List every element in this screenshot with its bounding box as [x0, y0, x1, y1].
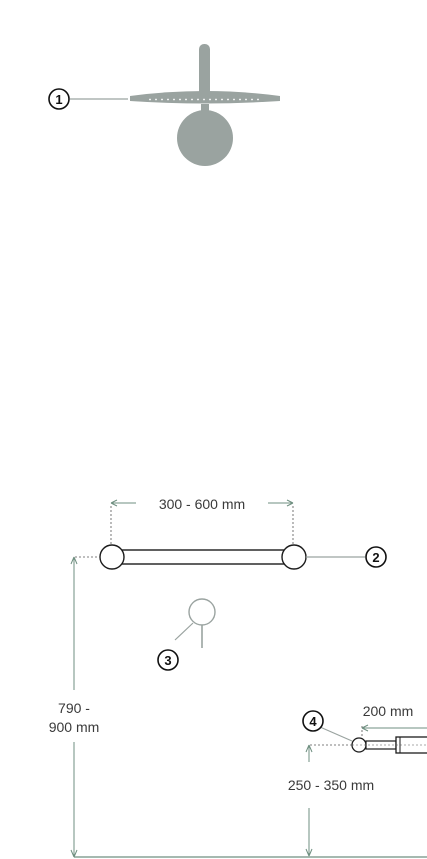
shower-arm — [199, 44, 210, 96]
rail-end-left — [99, 544, 125, 570]
shower-rose — [130, 91, 280, 104]
bath-spout — [310, 726, 427, 754]
callout-3-leader — [174, 622, 194, 641]
rail-height-label-line2: 900 mm — [49, 719, 100, 735]
wall-mixer — [174, 598, 216, 648]
callout-4-number: 4 — [309, 714, 317, 729]
spout-flange — [351, 737, 367, 753]
spout-projection-label: 200 mm — [363, 703, 414, 719]
callout-2: 2 — [365, 546, 387, 568]
callout-4-leader — [319, 726, 353, 742]
rail-end-right — [281, 544, 307, 570]
spout-projection-dimension: 200 mm — [361, 703, 427, 744]
rail-bar — [111, 549, 295, 565]
callout-1-number: 1 — [55, 92, 62, 107]
rail-spacing-label: 300 - 600 mm — [159, 496, 245, 512]
rail-spacing-dimension: 300 - 600 mm — [110, 496, 294, 553]
rail-height-label-line1: 790 - — [58, 700, 90, 716]
callout-4: 4 — [302, 710, 324, 732]
rail-height-dimension: 790 - 900 mm — [49, 556, 100, 858]
callout-1: 1 — [48, 88, 70, 110]
shower-head-assembly — [70, 44, 280, 166]
callout-2-number: 2 — [372, 550, 379, 565]
spout-height-dimension: 250 - 350 mm — [288, 744, 374, 857]
spout-height-label: 250 - 350 mm — [288, 777, 374, 793]
mixer-plate — [188, 598, 216, 626]
callout-3: 3 — [157, 649, 179, 671]
grab-rail — [75, 544, 365, 570]
callout-3-number: 3 — [164, 653, 171, 668]
wall-flange — [177, 110, 233, 166]
arm-connector — [201, 104, 209, 124]
